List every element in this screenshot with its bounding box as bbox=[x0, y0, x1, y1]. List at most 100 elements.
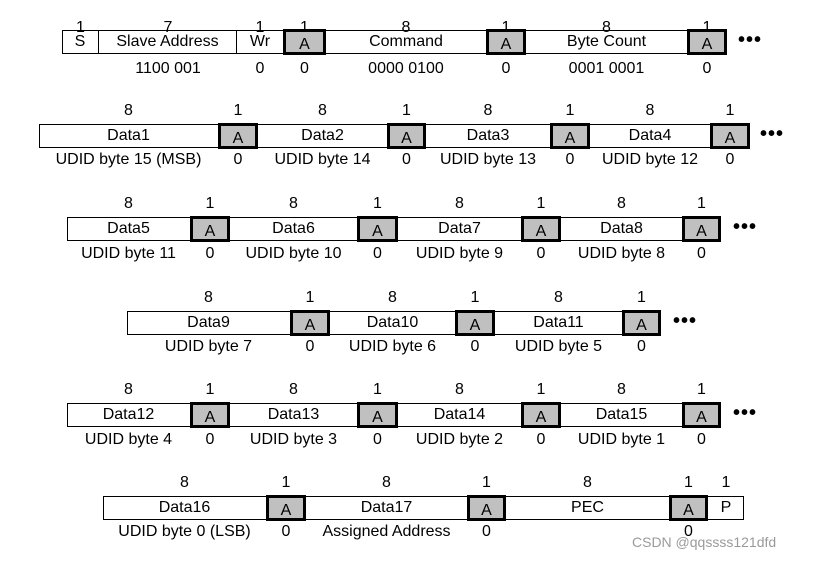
bit-count-label: 8 bbox=[180, 474, 189, 491]
frame-field: Command bbox=[369, 33, 443, 50]
bit-count-label: 8 bbox=[455, 381, 464, 398]
bit-count-label: 1 bbox=[373, 381, 382, 398]
bit-count-label: 7 bbox=[163, 19, 173, 36]
bit-count-label: 1 bbox=[697, 195, 706, 212]
bit-count-label: 1 bbox=[725, 102, 735, 119]
bit-count-label: 1 bbox=[536, 195, 546, 212]
ack-field: A bbox=[455, 310, 495, 336]
bit-count-label: 1 bbox=[470, 289, 480, 306]
bit-count-label: 8 bbox=[318, 102, 327, 119]
ack-field: A bbox=[486, 29, 526, 55]
frame-field: Data2 bbox=[301, 127, 344, 144]
frame-field: Data7 bbox=[438, 220, 481, 237]
frame-field: Data16 bbox=[158, 499, 211, 516]
field-value-label: 0 bbox=[205, 245, 215, 262]
bit-count-label: 1 bbox=[233, 102, 243, 119]
ack-field: A bbox=[266, 495, 306, 521]
bit-count-label: 8 bbox=[583, 474, 592, 491]
bit-count-label: 1 bbox=[205, 381, 215, 398]
bit-count-label: 1 bbox=[205, 195, 215, 212]
field-value-label: 0 bbox=[536, 245, 546, 262]
bit-count-label: 8 bbox=[483, 102, 493, 119]
frame-field: Data9 bbox=[187, 314, 230, 331]
field-value-label: 1100 001 bbox=[135, 60, 201, 77]
ack-field: A bbox=[190, 216, 230, 242]
continuation-dots: ••• bbox=[760, 123, 785, 145]
field-value-label: UDID byte 1 bbox=[577, 431, 666, 448]
field-value-label: UDID byte 3 bbox=[249, 431, 338, 448]
frame-field: Wr bbox=[249, 33, 271, 50]
bit-count-label: 8 bbox=[554, 289, 563, 306]
field-value-label: UDID byte 11 bbox=[81, 245, 176, 262]
ack-field: A bbox=[283, 29, 326, 55]
ack-field: A bbox=[467, 495, 506, 521]
bit-count-label: 8 bbox=[204, 289, 213, 306]
field-value-label: 0000 0100 bbox=[368, 60, 444, 77]
bit-count-label: 8 bbox=[401, 19, 411, 36]
frame-field: Data10 bbox=[366, 314, 419, 331]
field-value-label: 0 bbox=[470, 338, 480, 355]
frame-field: Byte Count bbox=[566, 33, 647, 50]
ack-field: A bbox=[710, 123, 750, 149]
field-value-label: UDID byte 5 bbox=[514, 338, 603, 355]
bit-count-label: 1 bbox=[637, 289, 646, 306]
bit-count-label: 8 bbox=[124, 195, 133, 212]
frame-field: Data1 bbox=[107, 127, 150, 144]
ack-field: A bbox=[290, 310, 330, 336]
field-value-label: 0 bbox=[501, 60, 511, 77]
field-value-label: 0 bbox=[402, 151, 411, 168]
field-value-label: 0 bbox=[373, 431, 382, 448]
bit-count-label: 1 bbox=[565, 102, 575, 119]
bit-count-label: 1 bbox=[702, 19, 712, 36]
ack-field: A bbox=[521, 216, 561, 242]
bit-count-label: 8 bbox=[124, 381, 133, 398]
field-value-label: 0 bbox=[281, 523, 291, 540]
frame-field: Data6 bbox=[272, 220, 315, 237]
field-value-label: 0 bbox=[205, 431, 215, 448]
field-value-label: 0 bbox=[637, 338, 646, 355]
field-value-label: UDID byte 7 bbox=[164, 338, 253, 355]
ack-field: A bbox=[682, 402, 721, 428]
continuation-dots: ••• bbox=[733, 402, 758, 424]
frame-field: Data11 bbox=[533, 314, 584, 331]
bit-count-label: 1 bbox=[501, 19, 511, 36]
ack-field: A bbox=[669, 495, 708, 521]
frame-field: Data14 bbox=[433, 406, 486, 423]
frame-field: Data12 bbox=[102, 406, 155, 423]
field-value-label: 0 bbox=[684, 523, 693, 540]
frame-field: Data8 bbox=[600, 220, 643, 237]
frame-field: Data17 bbox=[360, 499, 413, 516]
field-value-label: UDID byte 4 bbox=[84, 431, 173, 448]
field-value-label: 0 bbox=[373, 245, 382, 262]
bit-count-label: 8 bbox=[645, 102, 655, 119]
frame-field: S bbox=[62, 31, 99, 53]
bit-count-label: 1 bbox=[76, 19, 85, 36]
bit-count-label: 1 bbox=[482, 474, 491, 491]
field-value-label: 0 bbox=[697, 431, 706, 448]
field-value-label: UDID byte 8 bbox=[577, 245, 666, 262]
field-value-label: UDID byte 13 bbox=[439, 151, 537, 168]
field-value-label: 0 bbox=[482, 523, 491, 540]
ack-field: A bbox=[357, 216, 398, 242]
bit-count-label: 1 bbox=[536, 381, 546, 398]
field-value-label: UDID byte 0 (LSB) bbox=[118, 523, 251, 540]
field-value-label: 0 bbox=[536, 431, 546, 448]
bit-count-label: 8 bbox=[289, 195, 298, 212]
bit-count-label: 8 bbox=[602, 19, 611, 36]
bit-count-label: 1 bbox=[697, 381, 706, 398]
continuation-dots: ••• bbox=[673, 310, 698, 332]
ack-field: A bbox=[687, 29, 727, 55]
frame-field: Data13 bbox=[267, 406, 320, 423]
bit-count-label: 1 bbox=[721, 474, 731, 491]
field-value-label: 0 bbox=[233, 151, 243, 168]
field-value-label: UDID byte 6 bbox=[348, 338, 437, 355]
field-value-label: UDID byte 14 bbox=[274, 151, 371, 168]
bit-count-label: 8 bbox=[289, 381, 298, 398]
ack-field: A bbox=[521, 402, 561, 428]
field-value-label: UDID byte 9 bbox=[415, 245, 504, 262]
field-value-label: 0 bbox=[255, 60, 265, 77]
